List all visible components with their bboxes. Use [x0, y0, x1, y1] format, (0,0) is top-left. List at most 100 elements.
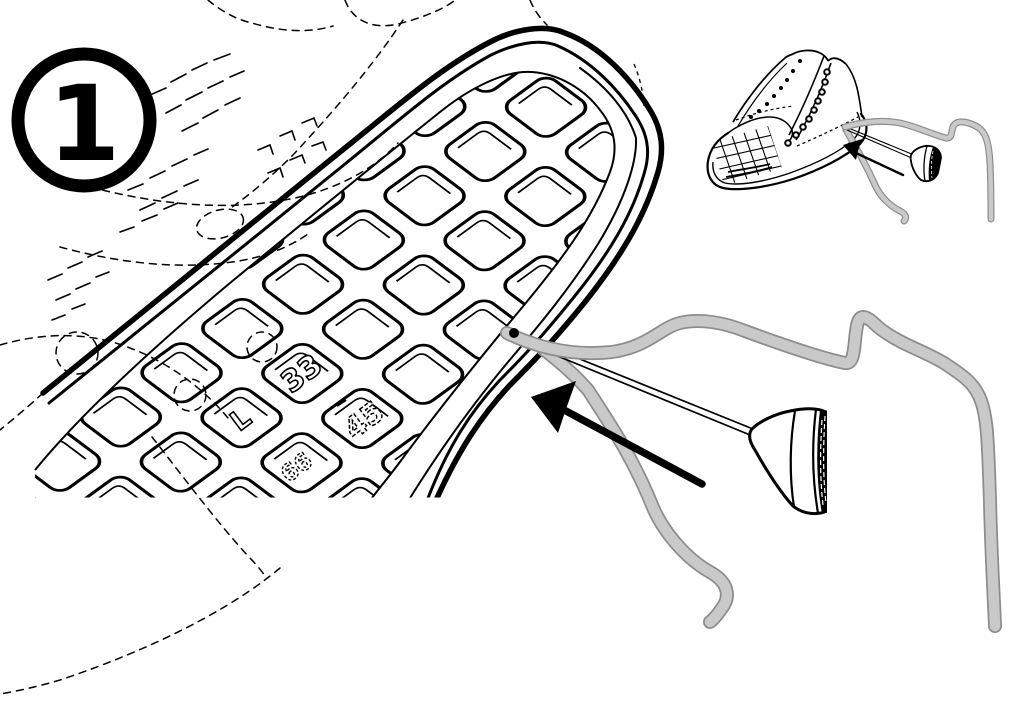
tread-cell-depth-line — [215, 129, 271, 149]
tread-cell-depth-line — [397, 85, 452, 105]
tread-cell-depth-line — [514, 620, 567, 659]
tread-cell — [557, 565, 647, 632]
tread-cell — [504, 76, 588, 138]
ghost-curve — [227, 19, 404, 211]
hatch-lines — [712, 130, 782, 186]
stitching-needle — [517, 333, 827, 516]
tread-cell — [254, 697, 344, 704]
arrow-shaft — [562, 407, 706, 488]
tread-cell — [255, 608, 345, 675]
tread-cell-depth-line — [758, 354, 811, 393]
lace-eyelet-grommet — [784, 139, 792, 147]
lace-eyelet-grommet — [814, 97, 822, 105]
tread-cell-depth-line — [273, 441, 329, 462]
inset-sneaker-illustration — [706, 49, 995, 225]
tread-cell-depth-line — [92, 573, 145, 612]
tread-cell-depth-line — [394, 442, 449, 462]
sneaker-eyelet-stay — [788, 55, 832, 141]
lace-eyelet-grommet — [799, 123, 807, 131]
tread-cell — [383, 165, 466, 227]
arrow-shaft — [854, 151, 905, 177]
insertion-point-dot — [509, 328, 519, 338]
tread-cell — [140, 342, 223, 404]
tread-cell-depth-line — [153, 529, 206, 568]
lace-eyelet-grommet — [805, 115, 813, 123]
arrow-head — [531, 381, 576, 433]
sneaker-vamp-seam — [727, 116, 794, 142]
tread-cell-depth-line — [276, 84, 332, 105]
tread-cell-depth-line — [578, 131, 615, 151]
lace-eyelet-grommet — [810, 106, 818, 114]
tread-cell — [681, 209, 771, 276]
tread-cell-depth-line — [399, 0, 452, 34]
tread-cell — [381, 343, 465, 405]
tread-cell — [321, 298, 405, 360]
tread-cell-depth-line — [395, 264, 451, 284]
ghost-curve — [0, 392, 44, 431]
tread-cell — [81, 208, 164, 270]
sole-size-marking-dash — [336, 399, 347, 407]
ghost-lace-ticks — [47, 250, 110, 321]
handle-grip-ridges — [820, 415, 827, 506]
tread-cell-depth-line — [518, 86, 573, 106]
tread-cell — [501, 433, 585, 495]
thread-cord-upper — [500, 310, 1002, 633]
tread-cell-depth-line — [759, 265, 812, 304]
tread-cell — [679, 477, 769, 544]
sneaker-quarter-top-inner — [737, 62, 788, 127]
tread-cell — [620, 253, 710, 320]
direction-arrow — [531, 381, 706, 488]
tread-cell-depth-line — [637, 353, 690, 392]
lace-eyelet-grommet — [818, 88, 826, 96]
tread-cell-depth-line — [92, 485, 147, 498]
tread-cell — [256, 519, 346, 586]
ghost-upper-dashed-outline — [0, 0, 548, 695]
tread-cell — [202, 119, 286, 181]
tread-cell — [375, 698, 465, 704]
inset-thread-cord-upper — [841, 117, 995, 223]
tread-cell-depth-line — [152, 441, 208, 461]
tread-cell-depth-line — [0, 304, 27, 343]
tread-cell-depth-line — [35, 440, 87, 460]
tread-cell-depth-line — [333, 574, 386, 613]
tread-cell-depth-line — [93, 306, 149, 327]
inset-stitching-needle — [845, 126, 942, 183]
tread-cell-depth-line — [35, 351, 88, 371]
sole-inner-outline — [47, 40, 650, 498]
tread-cell — [78, 475, 162, 498]
tread-cell — [376, 609, 466, 676]
tread-cell — [200, 387, 283, 449]
tread-cell-depth-line — [333, 486, 389, 498]
ghost-lace-ticks — [149, 53, 245, 132]
tread-cell — [320, 477, 403, 498]
cord-body — [842, 119, 994, 222]
step-badge-circle — [11, 47, 157, 193]
tread-cell-depth-line — [454, 575, 507, 614]
handle-band — [812, 408, 820, 514]
sole-sidewall-line — [409, 67, 638, 498]
tread-cell-depth-line — [273, 619, 326, 658]
tread-cell-depth-line — [457, 130, 512, 150]
tread-cell-depth-line — [455, 309, 511, 329]
tread-cell-depth-line — [275, 174, 331, 194]
tread-cell — [35, 385, 42, 447]
tread-cell-depth-line — [699, 220, 752, 259]
tread-cell-depth-line — [515, 443, 570, 463]
tread-cell — [741, 254, 831, 321]
hatch-lines — [715, 126, 782, 186]
tread-cell-depth-line — [576, 309, 615, 330]
tread-cell — [260, 432, 343, 494]
thread-cord-lower — [536, 342, 734, 629]
ghost-eyelet-circle — [195, 208, 245, 240]
tread-cell-depth-line — [638, 264, 691, 303]
tread-cell-depth-line — [456, 219, 512, 240]
lace-eyelet-dot — [798, 59, 802, 63]
ghost-heel-curve — [151, 436, 267, 579]
tread-cell-depth-line — [214, 307, 269, 327]
tread-cell — [436, 654, 526, 704]
tread-cell — [35, 252, 103, 314]
tread-cell — [381, 0, 471, 51]
tread-cell-depth-line — [516, 264, 572, 285]
